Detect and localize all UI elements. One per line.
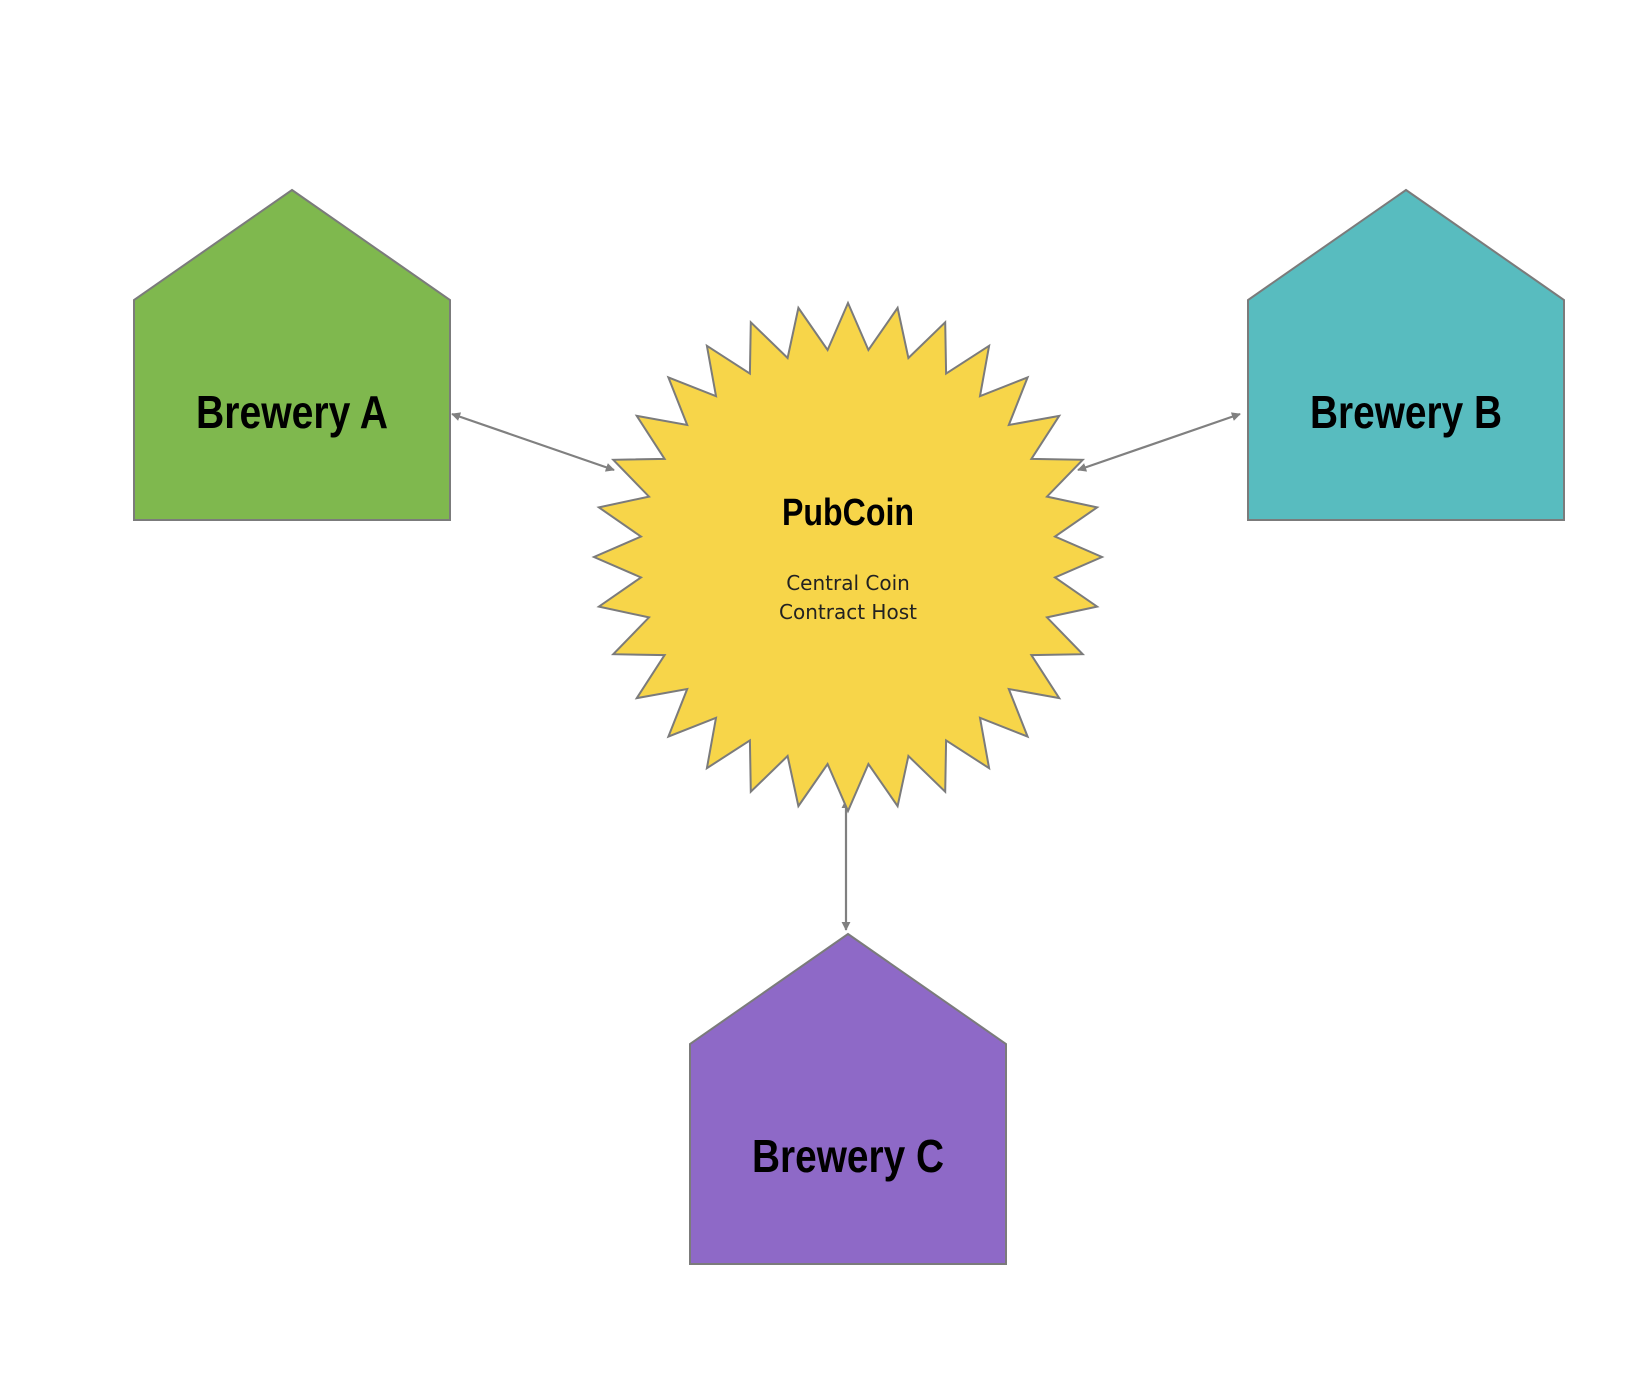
brewery-b-label: Brewery B xyxy=(1310,386,1502,438)
connectors xyxy=(451,412,1241,931)
brewery-c-house-shape xyxy=(689,932,1007,1265)
pubcoin-subtitle-line-2: Contract Host xyxy=(779,600,917,624)
brewery-b-house-shape xyxy=(1247,188,1565,521)
pubcoin-node[interactable]: PubCoin Central Coin Contract Host xyxy=(591,300,1105,814)
connector-brewery-b-pubcoin xyxy=(1077,412,1241,472)
pubcoin-starburst-shape xyxy=(591,300,1105,814)
connector-brewery-a-pubcoin xyxy=(451,412,615,472)
pubcoin-subtitle-line-1: Central Coin xyxy=(786,571,910,595)
brewery-c-label: Brewery C xyxy=(752,1130,944,1182)
brewery-a-node[interactable]: Brewery A xyxy=(133,188,451,521)
brewery-c-node[interactable]: Brewery C xyxy=(689,932,1007,1265)
pubcoin-title: PubCoin xyxy=(782,492,914,534)
brewery-a-house-shape xyxy=(133,188,451,521)
brewery-a-label: Brewery A xyxy=(196,386,388,438)
brewery-b-node[interactable]: Brewery B xyxy=(1247,188,1565,521)
